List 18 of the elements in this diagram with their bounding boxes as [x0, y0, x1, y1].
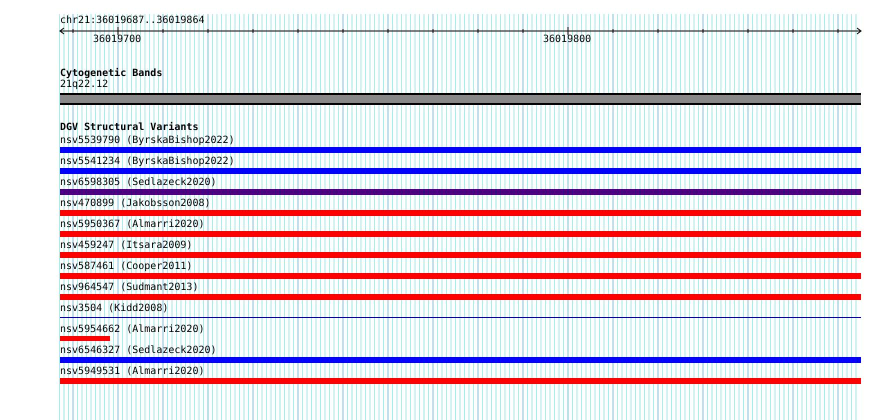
variant-label: nsv5954662 (Almarri2020) [60, 324, 204, 336]
variant-label: nsv5950367 (Almarri2020) [60, 219, 204, 231]
variant-label: nsv6598305 (Sedlazeck2020) [60, 177, 217, 189]
variant-label: nsv3504 (Kidd2008) [60, 303, 168, 315]
tick-label: 36019800 [543, 34, 592, 46]
band-label: 21q22.12 [60, 79, 108, 91]
variant-label: nsv964547 (Sudmant2013) [60, 282, 198, 294]
variant-label: nsv5539790 (ByrskaBishop2022) [60, 135, 235, 147]
track-title: DGV Structural Variants [60, 122, 198, 134]
variant-label: nsv5541234 (ByrskaBishop2022) [60, 156, 235, 168]
variant-label: nsv6546327 (Sedlazeck2020) [60, 345, 217, 357]
tick-label: 36019700 [93, 34, 142, 46]
variant-label: nsv5949531 (Almarri2020) [60, 366, 204, 378]
variant-label: nsv459247 (Itsara2009) [60, 240, 192, 252]
variant-label: nsv587461 (Cooper2011) [60, 261, 192, 273]
variant-label: nsv470899 (Jakobsson2008) [60, 198, 211, 210]
position-label: chr21:36019687..36019864 [60, 15, 204, 27]
track-title: Cytogenetic Bands [60, 68, 162, 80]
